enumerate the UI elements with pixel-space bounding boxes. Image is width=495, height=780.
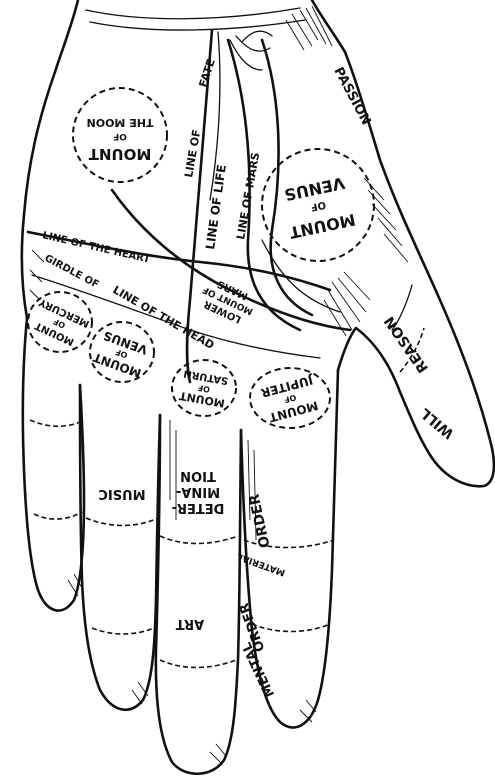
svg-text:MOUNT: MOUNT	[288, 210, 357, 242]
label-order-upper: ORDER	[247, 492, 274, 549]
wrist-branches	[230, 31, 272, 70]
svg-text:THE MOON: THE MOON	[87, 116, 154, 129]
svg-text:DETER-: DETER-	[172, 500, 225, 515]
label-fate: FATE	[196, 57, 217, 89]
label-will: WILL	[417, 405, 457, 442]
label-mount-venus: MOUNT OF VENUS	[280, 173, 357, 243]
label-line-of-mars: LINE OF MARS	[234, 151, 262, 240]
svg-text:OF: OF	[113, 131, 127, 141]
little-finger	[23, 318, 84, 611]
svg-text:MOUNT: MOUNT	[88, 145, 151, 163]
wrist-left-edge	[55, 0, 78, 72]
svg-text:OF: OF	[197, 383, 211, 394]
label-mount-saturn: MOUNT OF SATURN	[178, 367, 230, 410]
labels: MOUNT OF THE MOON FATE LINE OF LINE OF L…	[27, 57, 457, 699]
svg-text:VENUS: VENUS	[283, 173, 347, 204]
svg-text:OF: OF	[309, 199, 326, 213]
label-art: ART	[176, 616, 204, 631]
svg-text:MINA-: MINA-	[176, 484, 220, 499]
label-determination: DETER- MINA- TION	[172, 468, 225, 515]
ring-finger	[80, 385, 160, 710]
label-music: MUSIC	[98, 486, 145, 501]
label-line-of-life: LINE OF LIFE	[203, 164, 229, 251]
wrist-lines	[86, 8, 305, 30]
svg-text:TION: TION	[180, 468, 216, 483]
thumb-base-line	[262, 240, 340, 312]
label-girdle-of-venus: GIRDLE OF	[43, 253, 101, 291]
label-mount-moon: MOUNT OF THE MOON	[87, 116, 154, 163]
wrist-right-edge	[312, 0, 345, 52]
label-mount-jupiter: MOUNT OF JUPITER	[259, 373, 322, 426]
label-material: MATERIAL	[236, 550, 287, 577]
